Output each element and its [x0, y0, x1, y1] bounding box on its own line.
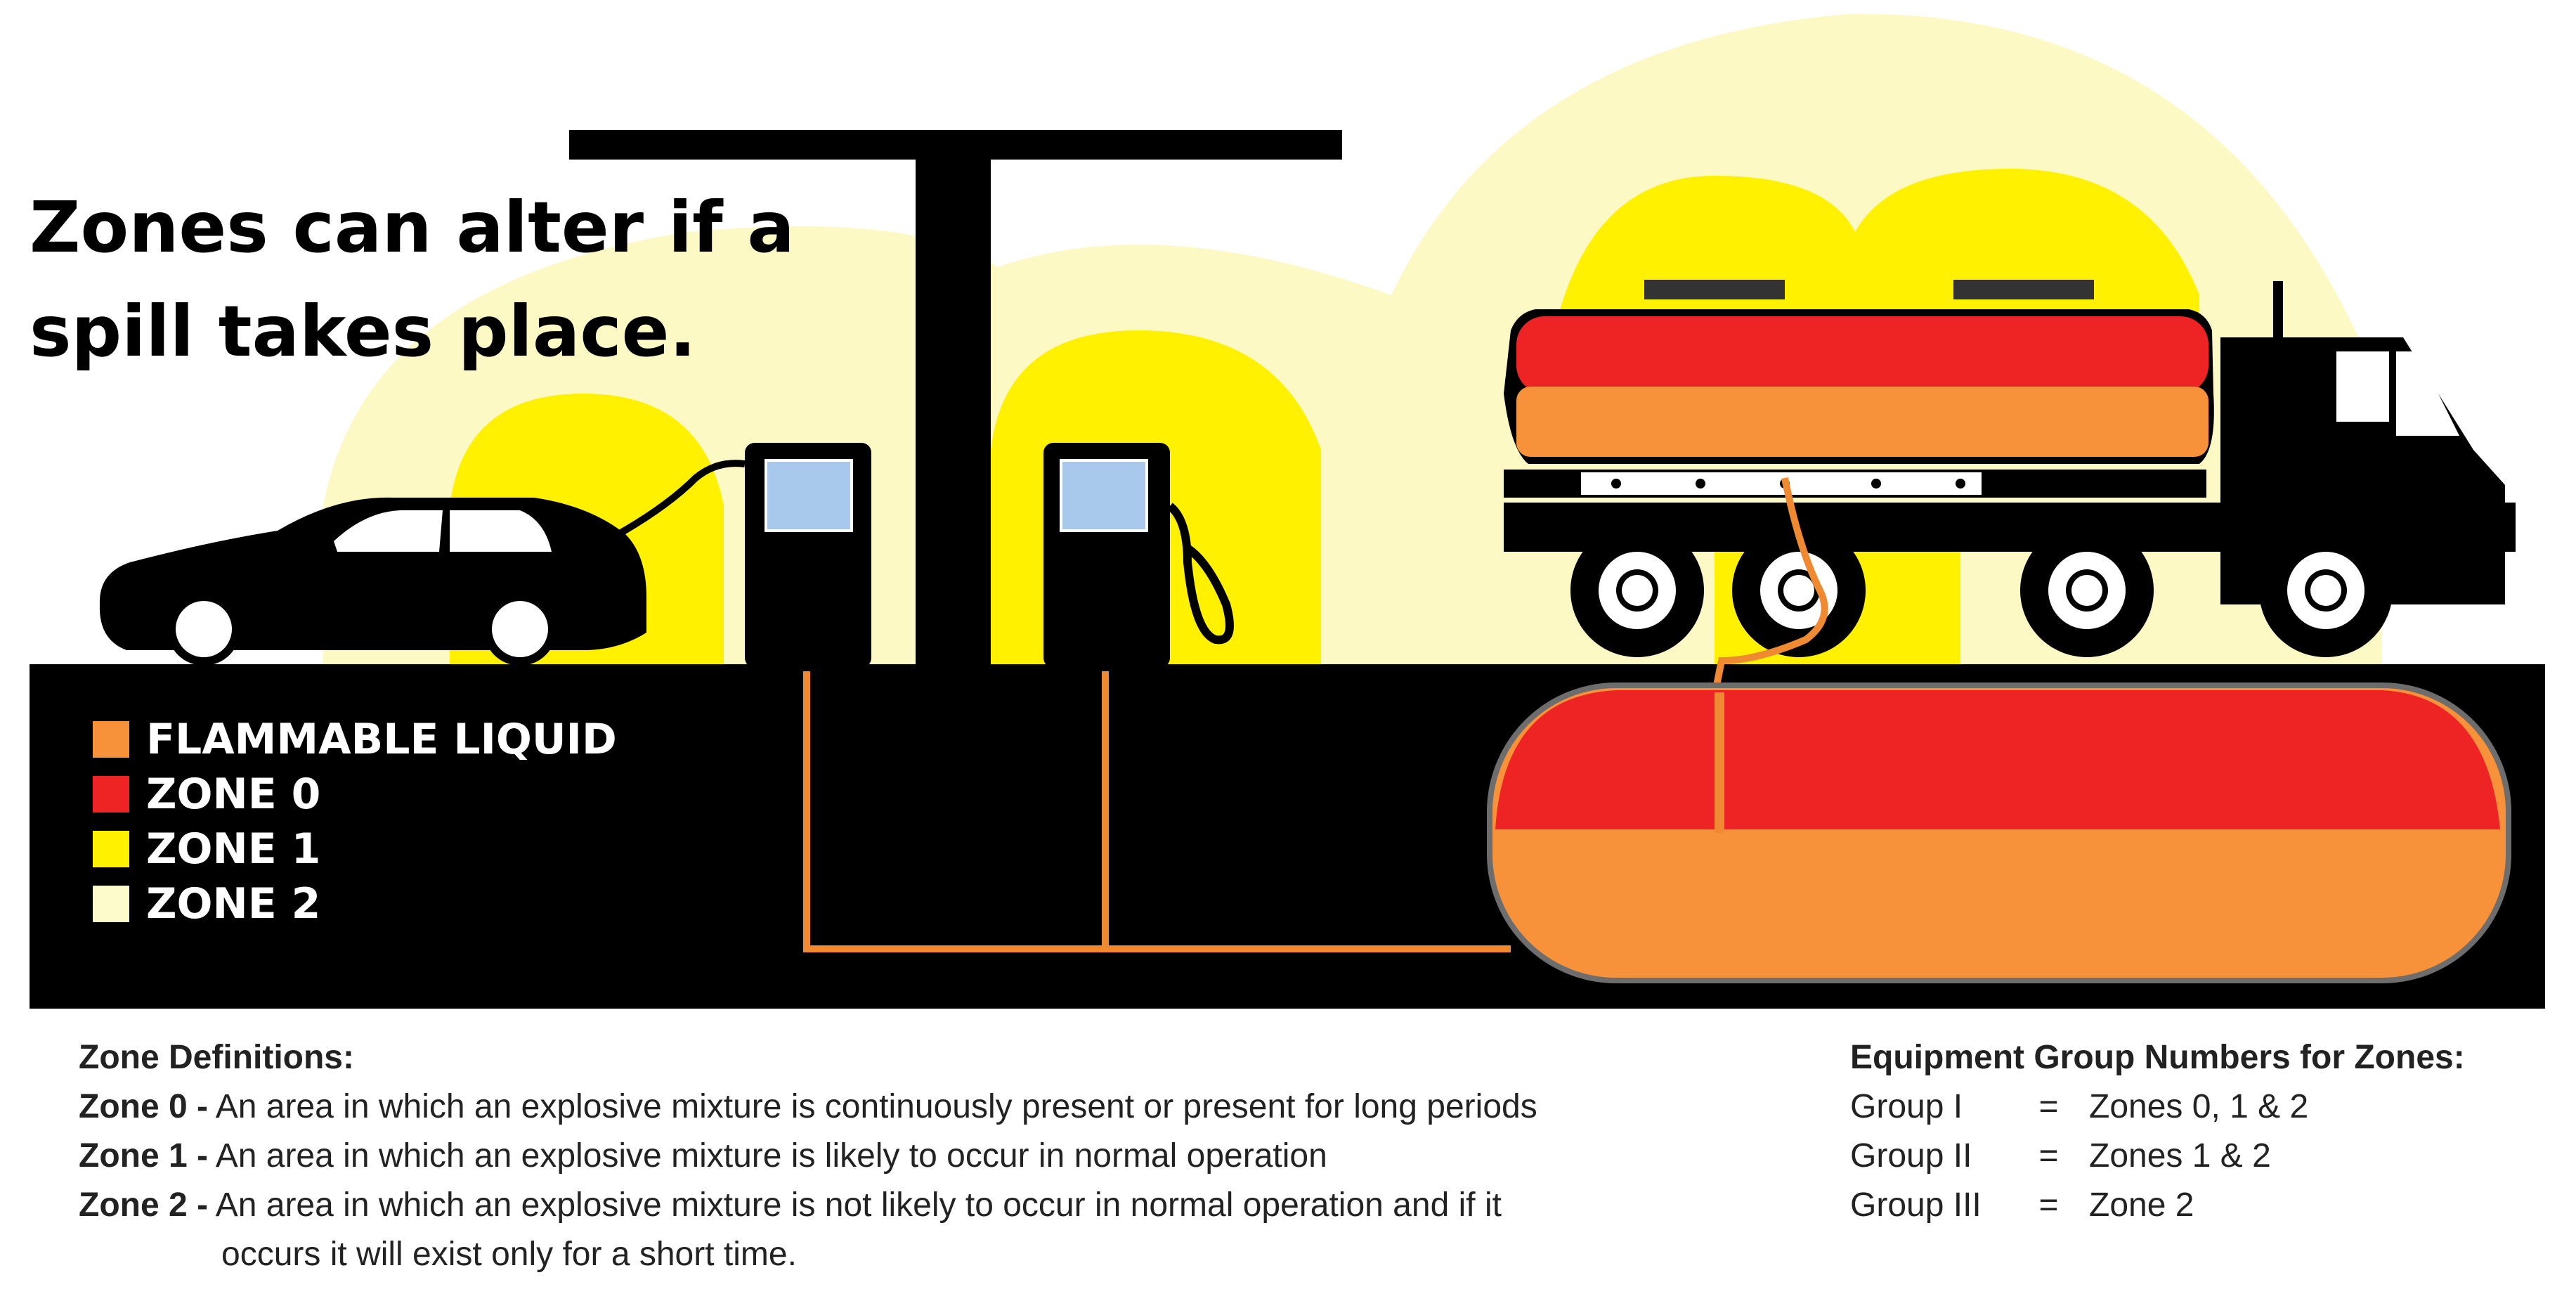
legend-swatch-zone-2	[93, 886, 129, 922]
headline: Zones can alter if a spill takes place.	[30, 176, 795, 384]
equipment-groups: Equipment Group Numbers for Zones: Group…	[1850, 1033, 2567, 1230]
headline-line-1: Zones can alter if a	[30, 186, 795, 268]
legend-swatch-flammable-liquid	[93, 721, 129, 758]
group-name: Group I	[1850, 1088, 1963, 1125]
definition-term: Zone 0 -	[79, 1088, 209, 1125]
legend-label: ZONE 1	[146, 824, 321, 874]
legend-item-flammable-liquid: FLAMMABLE LIQUID	[93, 712, 617, 767]
group-row: Group II = Zones 1 & 2	[1850, 1132, 2567, 1181]
definition-text: An area in which an explosive mixture is…	[208, 1137, 1327, 1175]
group-name: Group III	[1850, 1186, 1982, 1224]
group-zones: Zones 0, 1 & 2	[2089, 1088, 2309, 1125]
legend-label: FLAMMABLE LIQUID	[146, 715, 617, 764]
group-row: Group III = Zone 2	[1850, 1181, 2567, 1230]
definition-zone-0: Zone 0 - An area in which an explosive m…	[79, 1082, 1835, 1132]
fuel-pipes	[803, 477, 1828, 952]
group-equals: =	[2038, 1186, 2059, 1224]
underground-tank-icon	[1487, 682, 2511, 983]
legend-item-zone-1: ZONE 1	[93, 822, 617, 876]
definition-zone-2-continuation: occurs it will exist only for a short ti…	[221, 1236, 797, 1273]
group-zones: Zone 2	[2089, 1186, 2194, 1224]
definition-text: An area in which an explosive mixture is…	[208, 1088, 1537, 1125]
legend-item-zone-2: ZONE 2	[93, 876, 617, 931]
canopy-icon	[569, 130, 1342, 668]
legend-label: ZONE 2	[146, 879, 321, 929]
legend: FLAMMABLE LIQUID ZONE 0 ZONE 1 ZONE 2	[93, 712, 617, 931]
headline-line-2: spill takes place.	[30, 290, 696, 373]
legend-swatch-zone-0	[93, 776, 129, 813]
equipment-groups-title: Equipment Group Numbers for Zones:	[1850, 1039, 2465, 1076]
definition-zone-2: Zone 2 - An area in which an explosive m…	[79, 1181, 1835, 1230]
tanker-truck-icon	[1504, 280, 2516, 657]
fuel-pump-icon	[745, 443, 1234, 668]
car-icon	[99, 460, 746, 666]
group-name: Group II	[1850, 1137, 1972, 1175]
group-row: Group I = Zones 0, 1 & 2	[1850, 1082, 2567, 1132]
group-zones: Zones 1 & 2	[2089, 1137, 2271, 1175]
group-equals: =	[2038, 1088, 2059, 1125]
legend-item-zone-0: ZONE 0	[93, 767, 617, 822]
definition-text: An area in which an explosive mixture is…	[208, 1186, 1502, 1224]
zone-definitions: Zone Definitions: Zone 0 - An area in wh…	[79, 1033, 1835, 1279]
legend-swatch-zone-1	[93, 831, 129, 867]
legend-label: ZONE 0	[146, 770, 321, 819]
zone-definitions-title: Zone Definitions:	[79, 1039, 354, 1076]
group-equals: =	[2038, 1137, 2059, 1175]
definition-zone-1: Zone 1 - An area in which an explosive m…	[79, 1132, 1835, 1181]
definition-term: Zone 1 -	[79, 1137, 209, 1175]
definition-term: Zone 2 -	[79, 1186, 209, 1224]
